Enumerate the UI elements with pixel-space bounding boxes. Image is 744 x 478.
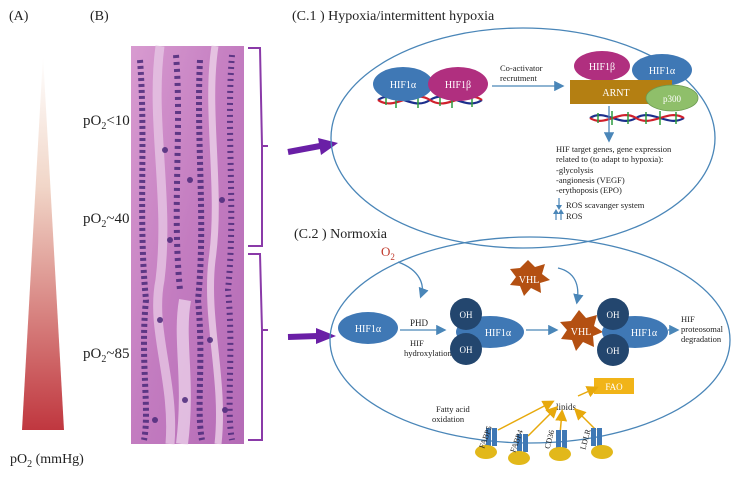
hif1a-mid-label: HIF1α (485, 328, 512, 339)
oh-right-bottom-label: OH (607, 346, 620, 356)
bracket-top (248, 47, 268, 247)
po2-level-low: pO2<10 (83, 113, 130, 132)
arrow-to-normoxia (287, 328, 336, 344)
o2-arrow (397, 261, 429, 299)
svg-text:FABP4: FABP4 (508, 429, 524, 454)
receptor-fabp4: FABP4 (508, 429, 530, 465)
arnt-label: ARNT (602, 88, 629, 99)
dna-helix-right (589, 111, 685, 125)
panel-a-label: (A) (9, 9, 29, 24)
complex-hif1b-label: HIF1β (589, 62, 615, 73)
panel-c1-title: (C.1 ) Hypoxia/intermittent hypoxia (292, 9, 495, 24)
panel-b-label: (B) (90, 9, 109, 24)
normoxia-ellipse (329, 236, 731, 444)
vhl-top-label: VHL (519, 275, 540, 286)
degradation-label: HIF proteosomal degradation (681, 314, 725, 344)
bracket-bottom (248, 253, 268, 441)
hif1a-left-oval (338, 312, 398, 344)
vhl-star-mid (560, 310, 603, 351)
p300-oval (645, 84, 699, 112)
hypoxia-ellipse (330, 27, 716, 249)
po2-level-high: pO2~85 (83, 346, 129, 365)
receptor-group: FABP5 FABP4 CD36 LDLR (475, 400, 613, 465)
o2-label: O2 (381, 244, 395, 262)
svg-text:CD36: CD36 (543, 429, 557, 450)
svg-text:LDLR: LDLR (579, 427, 593, 450)
po2-gradient-triangle (22, 55, 64, 430)
fao-label: FAO (605, 382, 623, 392)
vhl-mid-label: VHL (571, 327, 592, 338)
lipids-label: lipids (556, 402, 577, 412)
histology-micrograph (131, 45, 244, 445)
oh-mid-bottom (450, 333, 482, 365)
receptor-cd36: CD36 (543, 429, 571, 461)
vhl-star-top (510, 260, 550, 296)
oh-mid-top-label: OH (460, 310, 473, 320)
complex-hif1b-oval (574, 51, 630, 81)
oh-right-top (597, 298, 629, 330)
po2-axis-label: pO2 (mmHg) (10, 452, 84, 470)
fao-box (594, 378, 634, 394)
oh-mid-top (450, 298, 482, 330)
po2-level-mid: pO2~40 (83, 211, 129, 230)
hif1a-label: HIF1α (390, 80, 417, 91)
ros-up-arrows (553, 209, 564, 220)
phd-label: PHD (410, 318, 429, 328)
oh-right-top-label: OH (607, 310, 620, 320)
complex-hif1a-label: HIF1α (649, 66, 676, 77)
hif1a-right-label: HIF1α (631, 328, 658, 339)
receptor-ldlr: LDLR (579, 427, 613, 459)
p300-label: p300 (663, 94, 682, 104)
panel-c2-title: (C.2 ) Normoxia (294, 227, 388, 242)
oh-mid-bottom-label: OH (460, 345, 473, 355)
ros-scavenger-label: ROS scavanger system (566, 200, 645, 210)
ros-label: ROS (566, 211, 583, 221)
receptor-fabp5: FABP5 (475, 425, 497, 459)
hif1b-label: HIF1β (445, 80, 471, 91)
complex-hif1a-oval (632, 54, 692, 86)
oh-right-bottom (597, 334, 629, 366)
hif1a-oval (373, 67, 433, 101)
vhl-down-arrow (557, 267, 584, 305)
target-genes-text: HIF target genes, gene expression relate… (556, 144, 673, 195)
arrow-to-hypoxia (287, 138, 338, 155)
hif1b-oval (428, 67, 488, 101)
ros-scavenger-down-arrow (556, 198, 562, 210)
lipids-to-fao-arrow (577, 386, 599, 398)
hif1a-left-label: HIF1α (355, 324, 382, 335)
